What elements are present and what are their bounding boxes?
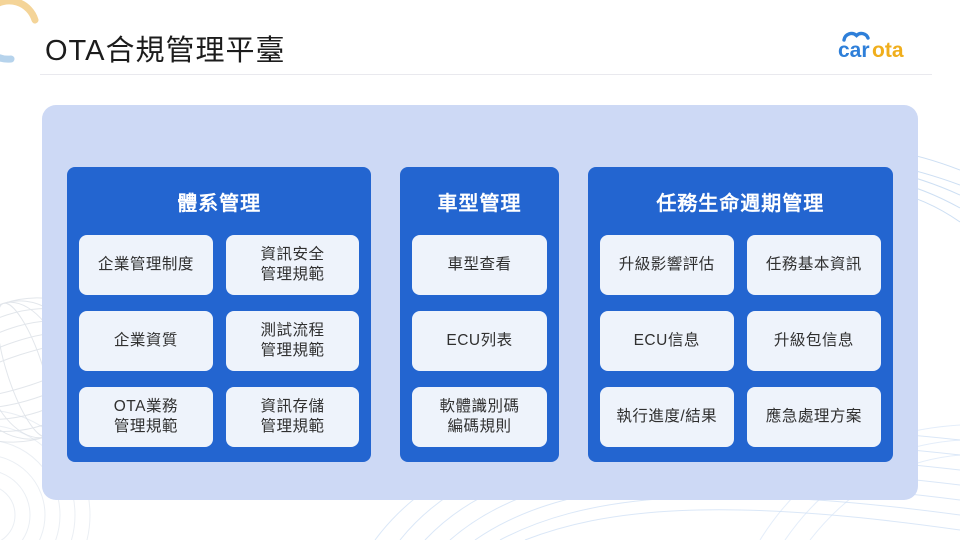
panel-grid: 升級影響評估 任務基本資訊 ECU信息 升級包信息 執行進度/結果 應急處理方案: [599, 235, 882, 447]
header-divider: [40, 74, 932, 75]
module-card: 軟體識別碼 編碼規則: [412, 387, 547, 447]
card-label: 應急處理方案: [765, 407, 862, 425]
ring-decoration-topleft: [0, 0, 39, 63]
module-card: ECU信息: [599, 311, 734, 371]
module-card: 資訊存儲 管理規範: [225, 387, 360, 447]
module-card: 升級影響評估: [599, 235, 734, 295]
card-label: ECU信息: [633, 331, 700, 349]
panel-title: 車型管理: [437, 192, 522, 215]
card-label: 軟體識別碼 編碼規則: [439, 397, 520, 435]
module-card: 執行進度/結果: [599, 387, 734, 447]
logo-text-yellow: ota: [872, 39, 904, 62]
module-card: 企業資質: [79, 311, 213, 371]
module-card: OTA業務 管理規範: [79, 387, 213, 447]
card-label: 企業管理制度: [97, 255, 194, 273]
panel-title: 任務生命週期管理: [656, 192, 825, 215]
card-label: 升級影響評估: [618, 255, 715, 273]
card-label: 升級包信息: [773, 331, 854, 349]
carota-logo: car ota: [838, 31, 904, 62]
platform-container: 體系管理 企業管理制度 資訊安全 管理規範 企業資質 測試流程 管理規範 OTA…: [42, 105, 918, 500]
panel-grid: 企業管理制度 資訊安全 管理規範 企業資質 測試流程 管理規範 OTA業務 管理…: [79, 235, 360, 447]
panel-system-management: 體系管理 企業管理制度 資訊安全 管理規範 企業資質 測試流程 管理規範 OTA…: [67, 167, 372, 462]
module-card: ECU列表: [412, 311, 547, 371]
card-label: 車型查看: [447, 255, 512, 273]
module-card: 任務基本資訊: [746, 235, 882, 295]
card-label: 企業資質: [113, 331, 178, 349]
card-label: 任務基本資訊: [765, 255, 862, 273]
card-label: 執行進度/結果: [616, 407, 718, 425]
card-label: ECU列表: [446, 331, 513, 349]
panel-grid: 車型查看 ECU列表 軟體識別碼 編碼規則: [412, 235, 547, 447]
module-card: 升級包信息: [746, 311, 882, 371]
module-card: 車型查看: [412, 235, 547, 295]
card-label: 測試流程 管理規範: [260, 321, 325, 359]
logo-text-blue: car: [838, 39, 870, 62]
module-card: 資訊安全 管理規範: [225, 235, 360, 295]
module-card: 應急處理方案: [746, 387, 882, 447]
panel-vehicle-model-management: 車型管理 車型查看 ECU列表 軟體識別碼 編碼規則: [400, 167, 559, 462]
module-card: 企業管理制度: [79, 235, 213, 295]
module-card: 測試流程 管理規範: [225, 311, 360, 371]
page-title: OTA合規管理平臺: [45, 35, 286, 67]
panel-task-lifecycle-management: 任務生命週期管理 升級影響評估 任務基本資訊 ECU信息 升級包信息 執行進度/…: [587, 167, 894, 462]
panel-title: 體系管理: [177, 192, 262, 215]
card-label: OTA業務 管理規範: [113, 397, 178, 435]
card-label: 資訊安全 管理規範: [260, 245, 325, 283]
card-label: 資訊存儲 管理規範: [260, 397, 325, 435]
